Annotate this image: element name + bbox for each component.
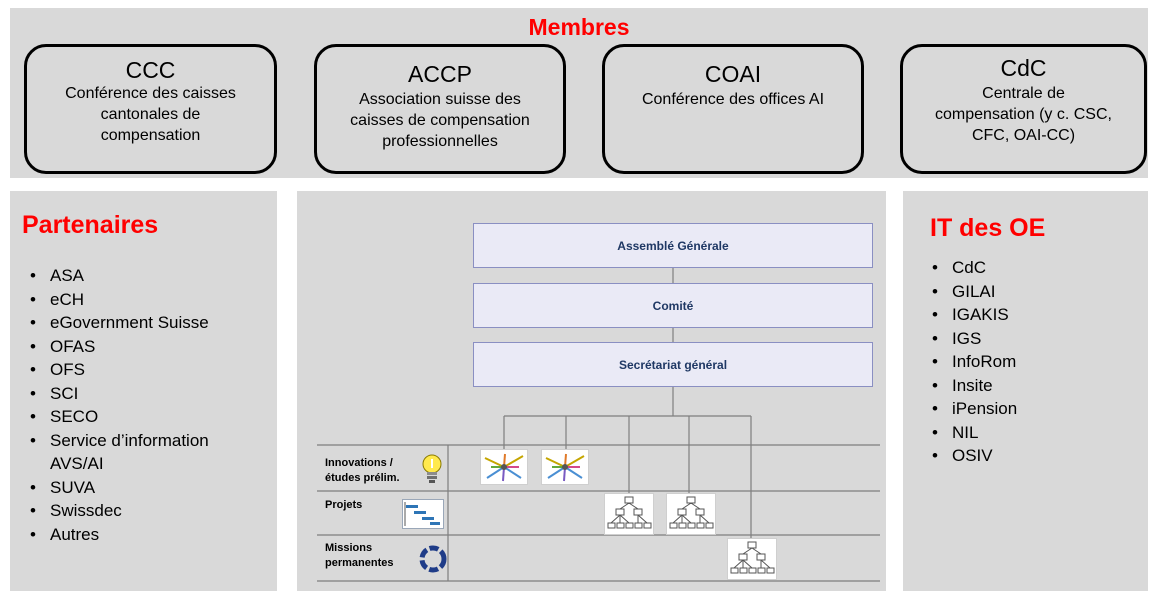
member-abbr: ACCP: [408, 61, 472, 87]
hierarchy-thumbnail: [604, 493, 654, 535]
it-oe-list: CdC GILAI IGAKIS IGS InfoRom Insite iPen…: [928, 256, 1128, 468]
hierarchy-icon: [730, 541, 775, 574]
member-box-ccc: CCC Conférence des caisses cantonales de…: [24, 44, 277, 174]
org-box-secretariat-general: Secrétariat général: [473, 342, 873, 387]
list-item: SCI: [26, 382, 266, 406]
list-item: CdC: [928, 256, 1128, 280]
list-item: eCH: [26, 288, 266, 312]
hierarchy-icon: [669, 496, 714, 529]
hierarchy-thumbnail: [727, 538, 777, 580]
org-box-assemblee-generale: Assemblé Générale: [473, 223, 873, 268]
member-abbr: CCC: [125, 57, 176, 83]
mindmap-icon: [545, 453, 585, 482]
mindmap-thumbnail: [541, 449, 589, 485]
cycle-icon: [419, 545, 447, 573]
list-item: SECO: [26, 405, 266, 429]
gantt-chart-icon: [402, 499, 444, 529]
list-item: IGS: [928, 327, 1128, 351]
member-desc-line: compensation (y c. CSC,: [935, 106, 1112, 123]
members-band: [10, 8, 1148, 178]
row-label-line: Projets: [325, 499, 363, 511]
row-label-innovations: Innovations / études prélim.: [325, 456, 400, 486]
row-label-line: Innovations /: [325, 457, 393, 469]
member-desc-line: cantonales de: [100, 106, 201, 123]
lightbulb-icon: [422, 454, 442, 483]
list-item: Service d’information AVS/AI: [26, 429, 266, 476]
member-desc-line: Association suisse des: [359, 91, 521, 108]
list-item: Swissdec: [26, 499, 266, 523]
list-item: Insite: [928, 374, 1128, 398]
list-item: IGAKIS: [928, 303, 1128, 327]
member-desc-line: Conférence des offices AI: [641, 91, 825, 108]
org-box-comite: Comité: [473, 283, 873, 328]
member-desc-line: caisses de compensation: [350, 112, 530, 129]
hierarchy-thumbnail: [666, 493, 716, 535]
list-item: OFS: [26, 358, 266, 382]
list-item: OFAS: [26, 335, 266, 359]
hierarchy-icon: [607, 496, 652, 529]
list-item: ASA: [26, 264, 266, 288]
list-item: eGovernment Suisse: [26, 311, 266, 335]
member-abbr: COAI: [704, 61, 762, 87]
list-item: OSIV: [928, 444, 1128, 468]
mindmap-icon: [484, 453, 524, 482]
member-box-accp: ACCP Association suisse des caisses de c…: [314, 44, 566, 174]
member-box-coai: COAI Conférence des offices AI: [602, 44, 864, 174]
member-abbr: CdC: [1000, 55, 1047, 81]
member-desc-line: Centrale de: [982, 85, 1065, 102]
member-desc-line: professionnelles: [382, 133, 498, 150]
it-oe-title: IT des OE: [930, 214, 1046, 242]
list-item: NIL: [928, 421, 1128, 445]
row-label-missions: Missions permanentes: [325, 541, 393, 571]
list-item: InfoRom: [928, 350, 1128, 374]
member-desc-line: compensation: [100, 127, 201, 144]
partenaires-title: Partenaires: [22, 211, 159, 239]
member-desc-line: CFC, OAI-CC): [971, 127, 1076, 144]
row-label-line: Missions: [325, 542, 373, 554]
partenaires-list: ASA eCH eGovernment Suisse OFAS OFS SCI …: [26, 264, 266, 546]
member-desc-line: Conférence des caisses: [65, 85, 236, 102]
member-box-cdc: CdC Centrale de compensation (y c. CSC, …: [900, 44, 1147, 174]
row-label-line: études prélim.: [325, 472, 400, 484]
row-label-projets: Projets: [325, 498, 362, 513]
list-item: GILAI: [928, 280, 1128, 304]
list-item: Autres: [26, 523, 266, 547]
mindmap-thumbnail: [480, 449, 528, 485]
members-title: Membres: [528, 14, 630, 40]
list-item: SUVA: [26, 476, 266, 500]
row-label-line: permanentes: [325, 557, 394, 569]
list-item: iPension: [928, 397, 1128, 421]
